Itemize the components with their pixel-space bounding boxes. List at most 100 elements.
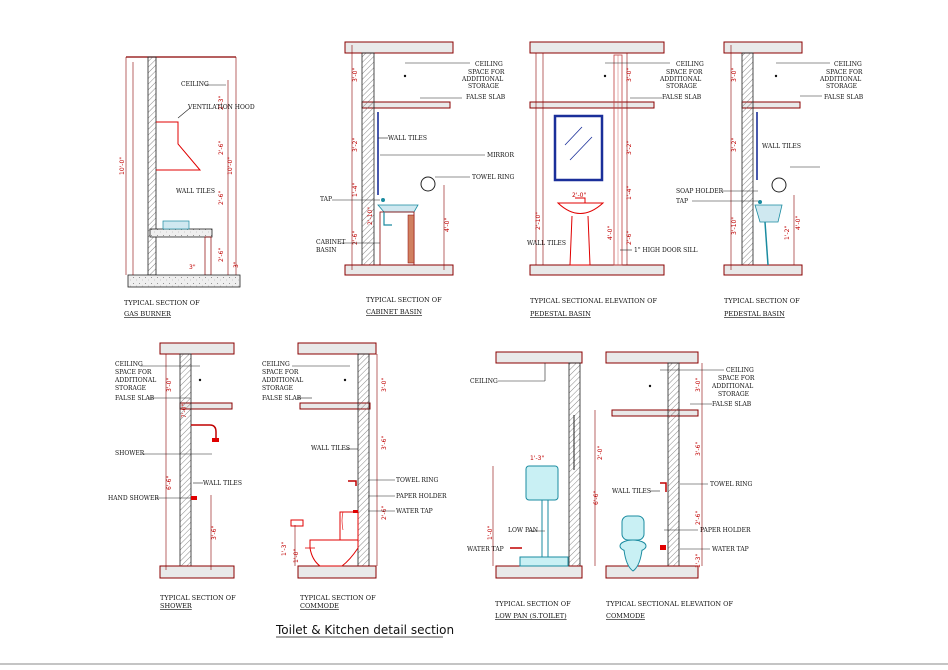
label-hood: VENTILATION HOOD [187, 104, 255, 111]
dim-d: 2'-6" [352, 231, 359, 245]
dim-d: 1'-3" [695, 554, 702, 568]
label-cabinet: CABINET [316, 239, 345, 246]
dim-c: 3'-6" [211, 526, 218, 540]
label-paper-holder: PAPER HOLDER [700, 527, 751, 534]
cistern [339, 511, 359, 541]
caption-line-2: CABINET BASIN [366, 308, 422, 316]
dim-a: 3'-0" [731, 68, 738, 82]
label-additional: ADDITIONAL [114, 377, 156, 384]
label-space-for: SPACE FOR [262, 369, 299, 376]
dim-a: 3'-0" [626, 68, 633, 82]
false-slab [611, 409, 699, 417]
caption-line-2: COMMODE [606, 612, 645, 620]
label-space-for: SPACE FOR [718, 375, 755, 382]
label-paper-holder: PAPER HOLDER [396, 493, 447, 500]
dim-a: 1'-3" [530, 455, 544, 462]
label-false-slab: FALSE SLAB [115, 395, 155, 402]
mirror [553, 114, 604, 182]
dim-a: 3'-0" [166, 378, 173, 392]
caption-line-1: TYPICAL SECTION OF [724, 297, 800, 305]
caption-line-1: TYPICAL SECTION OF [124, 299, 200, 307]
floor-slab [297, 565, 377, 579]
label-basin: BASIN [316, 247, 336, 254]
section-low-pan: 1'-3" 2'-0" 6'-6" 1'-0" CEILING LOW PAN … [467, 351, 604, 620]
caption-line-1: TYPICAL SECTION OF [366, 296, 442, 304]
dim-e: 2'-10" [535, 212, 542, 230]
floor-slab [159, 565, 235, 579]
section-pedestal-basin: 3'-0" 3'-2" 3'-10" 1'-2" 4'-0" CEILING S… [676, 41, 864, 318]
dim-c: 6'-6" [593, 491, 600, 505]
label-soap-holder: SOAP HOLDER [676, 188, 724, 195]
label-ceiling: CEILING [834, 61, 862, 68]
ceiling-slab [159, 342, 235, 355]
dim-b: 2'-6" [218, 141, 225, 155]
dim-e: 4'-0" [795, 216, 802, 230]
dim-c: 2'-6" [218, 191, 225, 205]
caption-line-2: GAS BURNER [124, 310, 172, 318]
label-door-sill: 1" HIGH DOOR SILL [634, 247, 698, 254]
dim-d: 1'-0" [487, 526, 494, 540]
label-towel-ring: TOWEL RING [396, 477, 438, 484]
label-wall-tiles: WALL TILES [203, 480, 242, 487]
label-ceiling: CEILING [726, 367, 754, 374]
false-slab [299, 402, 371, 410]
dim-a: 2'-3" [218, 96, 225, 110]
label-additional: ADDITIONAL [659, 76, 701, 83]
caption-line-1: TYPICAL SECTION OF [300, 594, 376, 602]
sheet-title: Toilet & Kitchen detail section [275, 623, 454, 637]
label-water-tap: WATER TAP [712, 546, 749, 553]
label-water-tap: WATER TAP [396, 508, 433, 515]
towel-ring [771, 177, 787, 193]
caption-line-2: PEDESTAL BASIN [724, 310, 785, 318]
label-wall-tiles: WALL TILES [311, 445, 350, 452]
label-false-slab: FALSE SLAB [824, 94, 864, 101]
label-space-for: SPACE FOR [666, 69, 703, 76]
dim-f: 3" [233, 261, 240, 268]
false-slab [361, 101, 451, 109]
dim-c: 2'-6" [695, 511, 702, 525]
label-towel-ring: TOWEL RING [710, 481, 752, 488]
label-space-for: SPACE FOR [468, 69, 505, 76]
basin [754, 204, 783, 223]
label-storage: STORAGE [718, 391, 749, 398]
floor-slab [495, 565, 583, 579]
section-commode: 3'-0" 3'-6" 2'-6" 1'-3" 1'-0" CEILING SP… [261, 342, 447, 610]
section-pedestal-basin-elevation: 3'-0" 3'-2" 1'-4" 2'-6" 2'-10" 4'-0" 2'-… [527, 41, 704, 318]
label-storage: STORAGE [262, 385, 293, 392]
ceiling-slab [495, 351, 583, 364]
dim-right: 10'-0" [227, 157, 234, 175]
ceiling-slab [297, 342, 377, 355]
label-additional: ADDITIONAL [711, 383, 753, 390]
caption-line-2: LOW PAN (S.TOILET) [495, 612, 567, 620]
basin [377, 204, 419, 213]
towel-ring [420, 176, 436, 192]
dim-c: 2'-6" [381, 506, 388, 520]
wall-section [361, 52, 375, 266]
dim-b: 3'-6" [695, 442, 702, 456]
wall-section [741, 52, 754, 266]
dim-b: 2'-0" [597, 446, 604, 460]
label-ceiling: CEILING [115, 361, 143, 368]
dim-d: 1'-3" [281, 542, 288, 556]
label-tap: TAP [320, 196, 332, 203]
dim-d: 1'-2" [784, 226, 791, 240]
dim-left: 10'-0" [119, 157, 126, 175]
paper-holder [290, 519, 304, 527]
dim-e: 3" [189, 264, 196, 271]
dim-b: 3'-2" [626, 141, 633, 155]
dim-a: 3'-0" [352, 68, 359, 82]
floor-slab [529, 264, 665, 276]
shower-head [191, 424, 217, 440]
label-space-for: SPACE FOR [826, 69, 863, 76]
label-additional: ADDITIONAL [261, 377, 303, 384]
wall-section [179, 353, 192, 567]
dim-f: 4'-0" [444, 218, 451, 232]
dim-f: 4'-0" [607, 226, 614, 240]
label-wall-tiles: WALL TILES [388, 135, 427, 142]
dim-a: 3'-0" [381, 378, 388, 392]
label-storage: STORAGE [115, 385, 146, 392]
dim-d: 2'-6" [218, 248, 225, 262]
label-storage: STORAGE [666, 83, 697, 90]
floor-slab [127, 274, 241, 288]
